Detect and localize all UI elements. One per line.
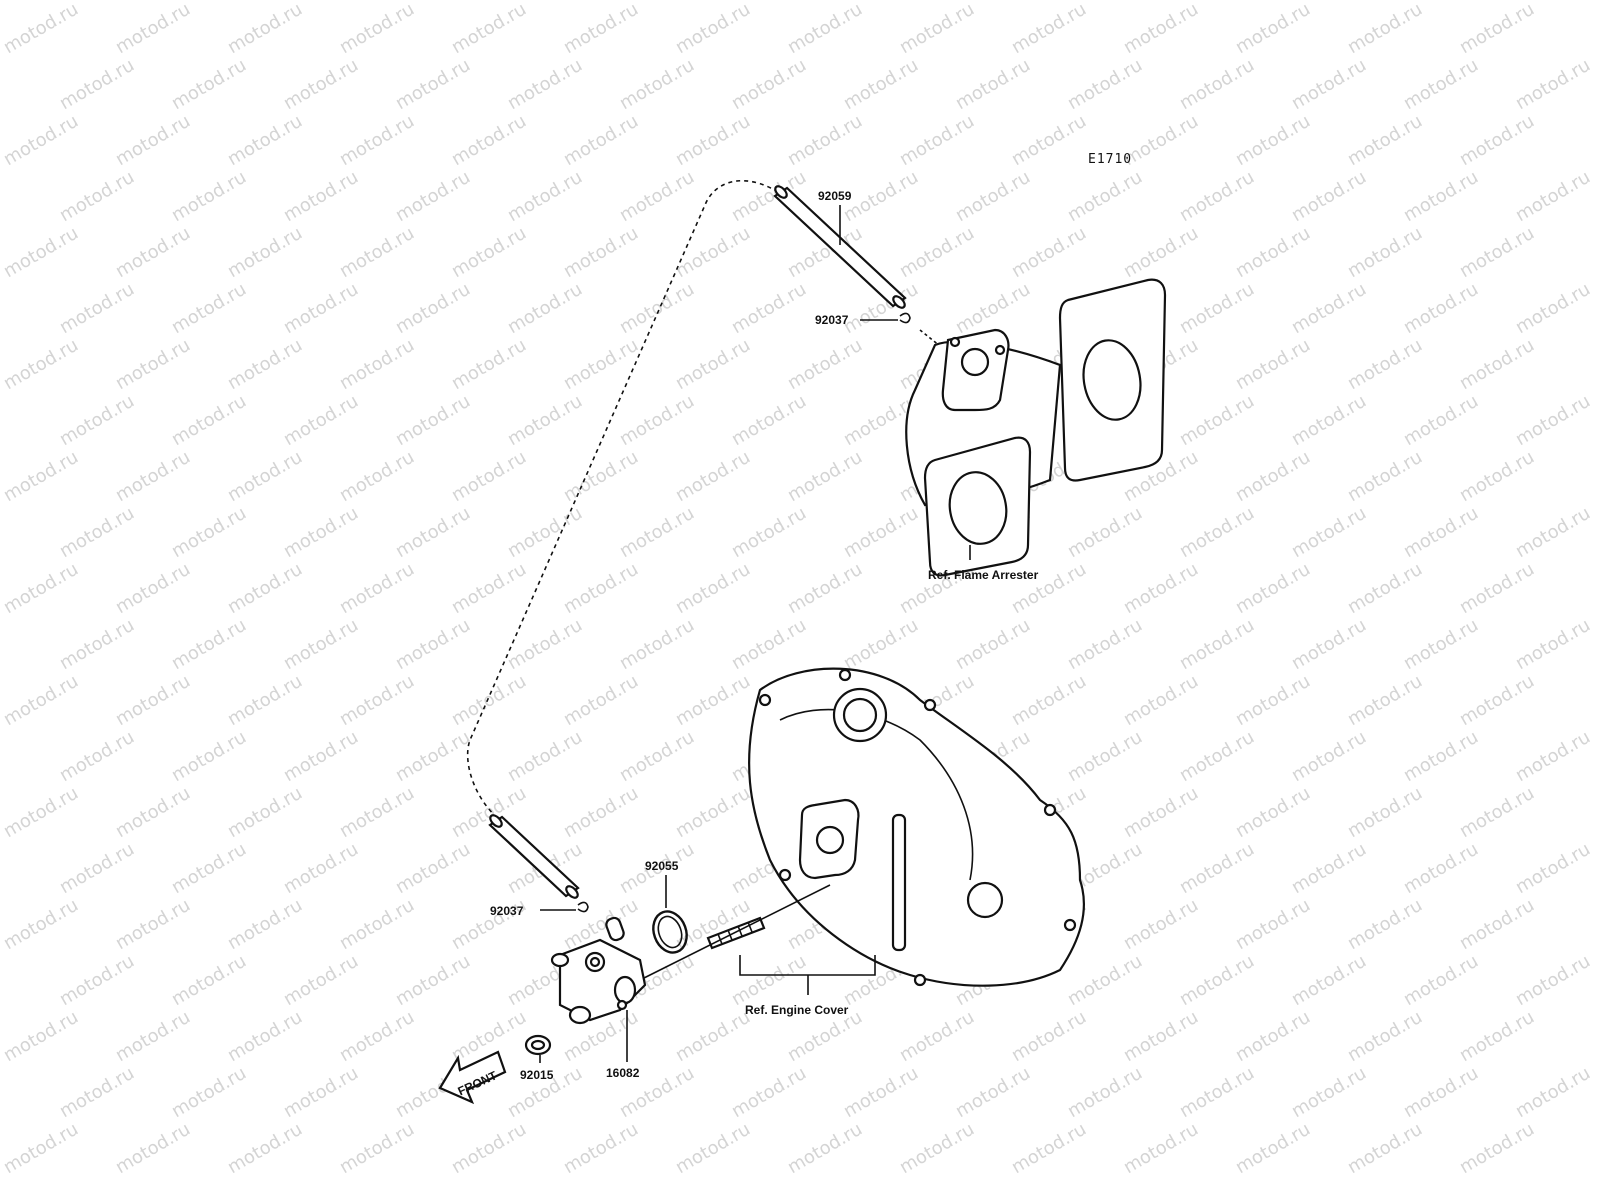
bracket-engine-cover [739,955,876,995]
part-number-16082: 16082 [606,1066,640,1080]
part-number-92015: 92015 [520,1068,554,1082]
lower-clamp [577,901,589,913]
diagram-code: E1710 [1088,152,1132,167]
fitting [550,916,647,1025]
flame-arrester [905,278,1167,577]
lower-hose [488,814,580,899]
engine-cover [748,667,1085,987]
leader-stud-axis [639,884,831,981]
front-arrow: FRONT [438,1050,507,1105]
o-ring [652,910,688,954]
part-number-92037-upper: 92037 [815,313,849,327]
breather-line [466,179,779,821]
ref-flame-arrester: Ref. Flame Arrester [928,568,1039,582]
upper-hose [773,185,907,309]
plug [524,1034,552,1056]
ref-engine-cover: Ref. Engine Cover [745,1003,849,1017]
upper-clamp [899,312,911,324]
part-number-92059: 92059 [818,189,852,203]
part-number-92037-lower: 92037 [490,904,524,918]
part-number-92055: 92055 [645,859,679,873]
